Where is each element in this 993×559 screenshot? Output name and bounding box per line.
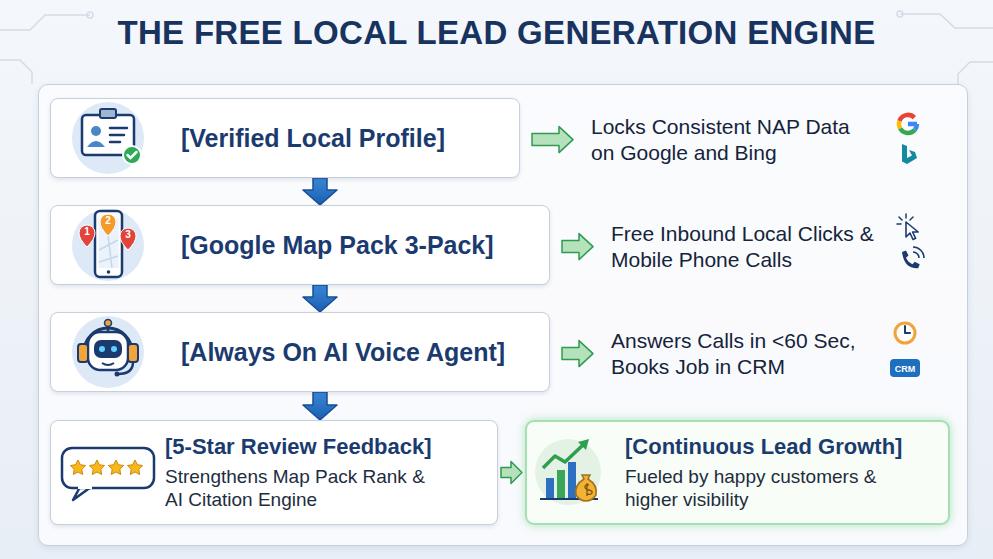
result-arrow	[501, 462, 522, 484]
step-box: [Google Map Pack 3-Pack]	[50, 205, 550, 285]
click-cursor-icon	[897, 214, 918, 240]
node-heading: [Continuous Lead Growth]	[625, 434, 940, 461]
bing-logo	[902, 144, 917, 164]
node-heading: Locks Consistent NAP Data on Google and …	[591, 114, 876, 165]
pin-number: 1	[84, 227, 90, 237]
outcome-text: Answers Calls in <60 Sec, Books Job in C…	[605, 322, 890, 385]
result-arrow	[532, 127, 573, 153]
step-box: [5-Star Review Feedback] Strengthens Map …	[50, 420, 498, 525]
step-box: [Verified Local Profile]	[50, 98, 520, 178]
growth-chart-icon	[535, 439, 601, 505]
phone-call-icon	[902, 247, 924, 268]
pin-number: 2	[105, 216, 111, 226]
step-box: [Always On AI Voice Agent]	[50, 312, 550, 392]
result-arrow	[562, 234, 593, 260]
map-phone-icon	[72, 209, 144, 281]
flow-arrow	[303, 285, 337, 312]
google-logo	[899, 115, 917, 133]
robot-agent-icon	[72, 316, 144, 388]
outcome-text: Free Inbound Local Clicks & Mobile Phone…	[605, 215, 890, 278]
flow-arrow	[303, 392, 337, 420]
node-heading: Free Inbound Local Clicks & Mobile Phone…	[611, 221, 884, 272]
flow-arrow	[303, 178, 337, 205]
pin-number: 3	[125, 230, 131, 240]
node-heading: [Always On AI Voice Agent]	[181, 337, 537, 368]
node-heading: Answers Calls in <60 Sec, Books Job in C…	[611, 328, 884, 379]
title-bar: THE FREE LOCAL LEAD GENERATION ENGINE	[0, 14, 993, 52]
node-body: Strengthens Map Pack Rank & AI Citation …	[165, 465, 435, 511]
node-heading: [5-Star Review Feedback]	[165, 434, 489, 461]
result-arrow	[562, 341, 593, 367]
clock-icon	[895, 323, 915, 343]
outcome-text: Locks Consistent NAP Data on Google and …	[585, 108, 885, 171]
review-bubble-icon	[62, 448, 154, 500]
id-card-icon	[72, 102, 144, 174]
badge-text: CRM	[895, 364, 916, 373]
node-heading: [Google Map Pack 3-Pack]	[181, 230, 537, 261]
crm-badge	[890, 359, 920, 377]
node-body: Fueled by happy customers & higher visib…	[625, 465, 880, 511]
node-heading: [Verified Local Profile]	[181, 123, 507, 154]
circuit-lines	[0, 11, 993, 84]
diagram-title: THE FREE LOCAL LEAD GENERATION ENGINE	[118, 14, 876, 52]
result-box: [Continuous Lead Growth] Fueled by happy …	[525, 420, 950, 525]
